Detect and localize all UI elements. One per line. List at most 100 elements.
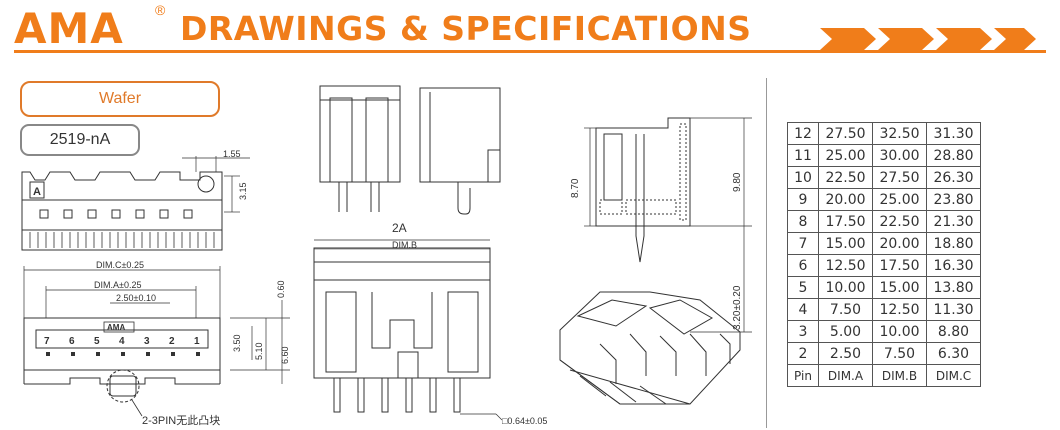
- table-cell: 12: [787, 122, 819, 145]
- brand-logo: AMA: [14, 4, 124, 53]
- page-header: AMA ® DRAWINGS & SPECIFICATIONS: [0, 0, 1060, 60]
- section-and-iso-view-drawing: 8.70 9.80 3.20±0.20: [559, 117, 752, 405]
- table-cell: DIM.A: [818, 364, 873, 387]
- top-view-outline: [21, 171, 223, 251]
- front-and-bottom-view-drawing: 1.55 3.15 A DIM.C±0.25 DIM.A±0.25 2.50±0…: [21, 149, 290, 427]
- dim-b-label: DIM.B: [392, 240, 417, 250]
- table-cell: 27.50: [818, 122, 873, 145]
- table-cell: 10.00: [872, 320, 927, 343]
- part-number-badge: 2519-nA: [20, 124, 140, 156]
- dim-3-20: 3.20±0.20: [732, 285, 743, 330]
- table-cell: Pin: [787, 364, 819, 387]
- header-rule: [14, 50, 1046, 53]
- table-cell: 11.30: [926, 298, 981, 321]
- table-cell: 28.80: [926, 144, 981, 167]
- brand-mark-box: [103, 321, 135, 333]
- pin-number: 1: [194, 336, 200, 347]
- table-cell: 4: [787, 298, 819, 321]
- table-cell: 17.50: [818, 210, 873, 233]
- table-cell: 23.80: [926, 188, 981, 211]
- table-cell: 15.00: [818, 232, 873, 255]
- table-cell: 22.50: [818, 166, 873, 189]
- table-cell: 21.30: [926, 210, 981, 233]
- iso-view-outline: [559, 291, 741, 405]
- dim-1-55: 1.55: [223, 149, 241, 159]
- table-cell: 20.00: [872, 232, 927, 255]
- table-cell: 27.50: [872, 166, 927, 189]
- table-cell: 7: [787, 232, 819, 255]
- dim-3-15: 3.15: [238, 182, 248, 200]
- dim-3-50: 3.50: [232, 334, 242, 352]
- table-cell: 9: [787, 188, 819, 211]
- pin-number-row: 7 6 5 4 3 2 1: [44, 336, 200, 347]
- pin-number: 6: [69, 336, 75, 347]
- table-cell: 25.00: [872, 188, 927, 211]
- vertical-separator: [766, 78, 767, 428]
- dim-8-70: 8.70: [570, 178, 581, 198]
- pin-number: 3: [144, 336, 150, 347]
- dim-c-label: DIM.C±0.25: [96, 260, 144, 270]
- table-cell: 7.50: [872, 342, 927, 365]
- dim-a-label: DIM.A±0.25: [94, 280, 141, 290]
- table-cell: 13.80: [926, 276, 981, 299]
- table-cell: 20.00: [818, 188, 873, 211]
- pin-dots: [46, 352, 200, 356]
- table-cell: 11: [787, 144, 819, 167]
- contact-windows: [39, 209, 193, 219]
- brand-mark: AMA: [107, 323, 125, 332]
- pin-number: 5: [94, 336, 100, 347]
- view-label-2a: 2A: [392, 221, 407, 235]
- table-cell: 10.00: [818, 276, 873, 299]
- table-cell: 26.30: [926, 166, 981, 189]
- product-type-badge: Wafer: [20, 81, 220, 117]
- table-cell: 25.00: [818, 144, 873, 167]
- pin1-marker-label: A: [33, 186, 41, 198]
- table-cell: 32.50: [872, 122, 927, 145]
- pin-number: 7: [44, 336, 50, 347]
- table-cell: 8.80: [926, 320, 981, 343]
- registered-mark: ®: [155, 2, 166, 18]
- bump-note: 2-3PIN无此凸块: [142, 414, 220, 427]
- dim-9-80: 9.80: [732, 172, 743, 192]
- table-cell: 5: [787, 276, 819, 299]
- table-cell: DIM.C: [926, 364, 981, 387]
- front-view-outline: [313, 247, 491, 379]
- table-cell: 6.30: [926, 342, 981, 365]
- table-cell: 6: [787, 254, 819, 277]
- table-cell: 10: [787, 166, 819, 189]
- table-cell: 17.50: [872, 254, 927, 277]
- dim-5-10: 5.10: [254, 342, 264, 360]
- table-cell: 3: [787, 320, 819, 343]
- bottom-view-outline: [23, 317, 221, 371]
- pin-size-label: □0.64±0.05: [502, 416, 547, 426]
- latch-circle: [197, 175, 215, 193]
- table-cell: 2: [787, 342, 819, 365]
- dim-pitch-label: 2.50±0.10: [116, 293, 156, 303]
- pin1-marker-box: [29, 181, 45, 199]
- side-and-front-view-drawing: 2A DIM.B □0.64±0.05: [313, 85, 547, 426]
- table-cell: 22.50: [872, 210, 927, 233]
- table-cell: 18.80: [926, 232, 981, 255]
- pin-number: 2: [169, 336, 175, 347]
- dim-6-60: 6.60: [280, 346, 290, 364]
- chevron-arrows-icon: [820, 28, 1036, 50]
- table-cell: 5.00: [818, 320, 873, 343]
- comb-teeth: [29, 232, 215, 248]
- table-cell: 8: [787, 210, 819, 233]
- table-cell: 16.30: [926, 254, 981, 277]
- side-view-a: [319, 85, 401, 183]
- front-pins: [333, 377, 461, 413]
- table-cell: 15.00: [872, 276, 927, 299]
